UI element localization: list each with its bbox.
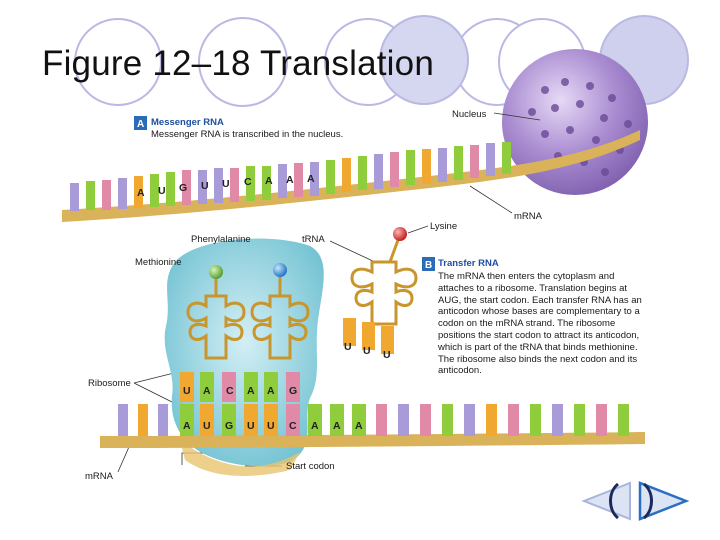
label-phenylalanine: Phenylalanine xyxy=(191,234,251,245)
svg-text:G: G xyxy=(225,420,233,432)
svg-text:U: U xyxy=(247,420,255,432)
svg-text:Transfer RNA: Transfer RNA xyxy=(438,258,499,269)
lysine-anticodon-letters: U U U xyxy=(344,341,391,361)
panel-a-header: A Messenger RNA Messenger RNA is transcr… xyxy=(134,116,343,140)
svg-text:A: A xyxy=(203,385,211,397)
mrna-bottom-bases xyxy=(118,404,629,436)
label-mrna-bottom: mRNA xyxy=(85,471,114,482)
svg-text:B: B xyxy=(425,260,432,271)
mrna-top-bases xyxy=(70,142,511,211)
svg-text:A: A xyxy=(137,187,145,199)
svg-text:A: A xyxy=(355,420,363,432)
left-arrow-icon xyxy=(581,481,631,521)
panel-b-badge xyxy=(422,257,435,271)
svg-text:Messenger RNA: Messenger RNA xyxy=(151,117,224,128)
trna-methionine xyxy=(186,278,246,360)
svg-text:C: C xyxy=(226,385,234,397)
svg-text:Messenger RNA is transcribed i: Messenger RNA is transcribed in the nucl… xyxy=(151,129,343,140)
svg-text:U: U xyxy=(344,341,352,353)
svg-text:U: U xyxy=(201,180,209,192)
trna-lysine xyxy=(343,239,418,354)
svg-text:U: U xyxy=(203,420,211,432)
svg-text:U: U xyxy=(383,349,391,361)
svg-text:A: A xyxy=(267,385,275,397)
phenylalanine-ball xyxy=(273,263,287,277)
label-lysine: Lysine xyxy=(430,221,457,232)
ribosome-small-subunit xyxy=(180,440,300,476)
panel-a-badge xyxy=(134,116,147,130)
prev-button[interactable] xyxy=(578,478,636,524)
svg-text:A: A xyxy=(137,119,144,130)
svg-text:U: U xyxy=(267,420,275,432)
mrna-top-codon-letters: A U G U U C A A A xyxy=(137,173,315,199)
label-nucleus: Nucleus xyxy=(452,109,487,120)
label-ribosome: Ribosome xyxy=(88,378,131,389)
svg-text:C: C xyxy=(244,176,252,188)
label-methionine: Methionine xyxy=(135,257,181,268)
lysine-ball xyxy=(393,227,407,241)
label-trna: tRNA xyxy=(302,234,325,245)
svg-text:C: C xyxy=(289,420,297,432)
mrna-strand-bottom: A U G U U C A A A xyxy=(100,404,645,448)
methionine-ball xyxy=(209,265,223,279)
svg-text:U: U xyxy=(183,385,191,397)
label-mrna-top: mRNA xyxy=(514,211,543,222)
svg-text:A: A xyxy=(311,420,319,432)
svg-text:U: U xyxy=(363,345,371,357)
mrna-bottom-codon-letters: A U G U U C A A A xyxy=(183,420,363,432)
svg-text:A: A xyxy=(307,173,315,185)
panel-b-paragraph: The mRNA then enters the cytoplasm and a… xyxy=(438,271,642,377)
slide-title: Figure 12–18 Translation xyxy=(42,44,434,83)
ribosome-anticodon-stubs xyxy=(180,372,300,402)
mrna-strand-top: A U G U U C A A A xyxy=(62,130,640,222)
svg-text:A: A xyxy=(183,420,191,432)
trna-phenylalanine xyxy=(250,276,310,360)
svg-text:A: A xyxy=(247,385,255,397)
panel-b-header: B Transfer RNA xyxy=(422,257,499,271)
svg-text:A: A xyxy=(265,175,273,187)
svg-text:A: A xyxy=(286,174,294,186)
svg-text:A: A xyxy=(333,420,341,432)
right-arrow-icon xyxy=(638,481,690,521)
label-start-codon: Start codon xyxy=(286,461,335,472)
svg-text:G: G xyxy=(289,385,297,397)
ribosome-anticodon-letters: U A C A A G xyxy=(183,385,297,397)
svg-text:U: U xyxy=(222,178,230,190)
next-button[interactable] xyxy=(634,478,692,524)
svg-text:G: G xyxy=(179,182,187,194)
svg-text:U: U xyxy=(158,185,166,197)
